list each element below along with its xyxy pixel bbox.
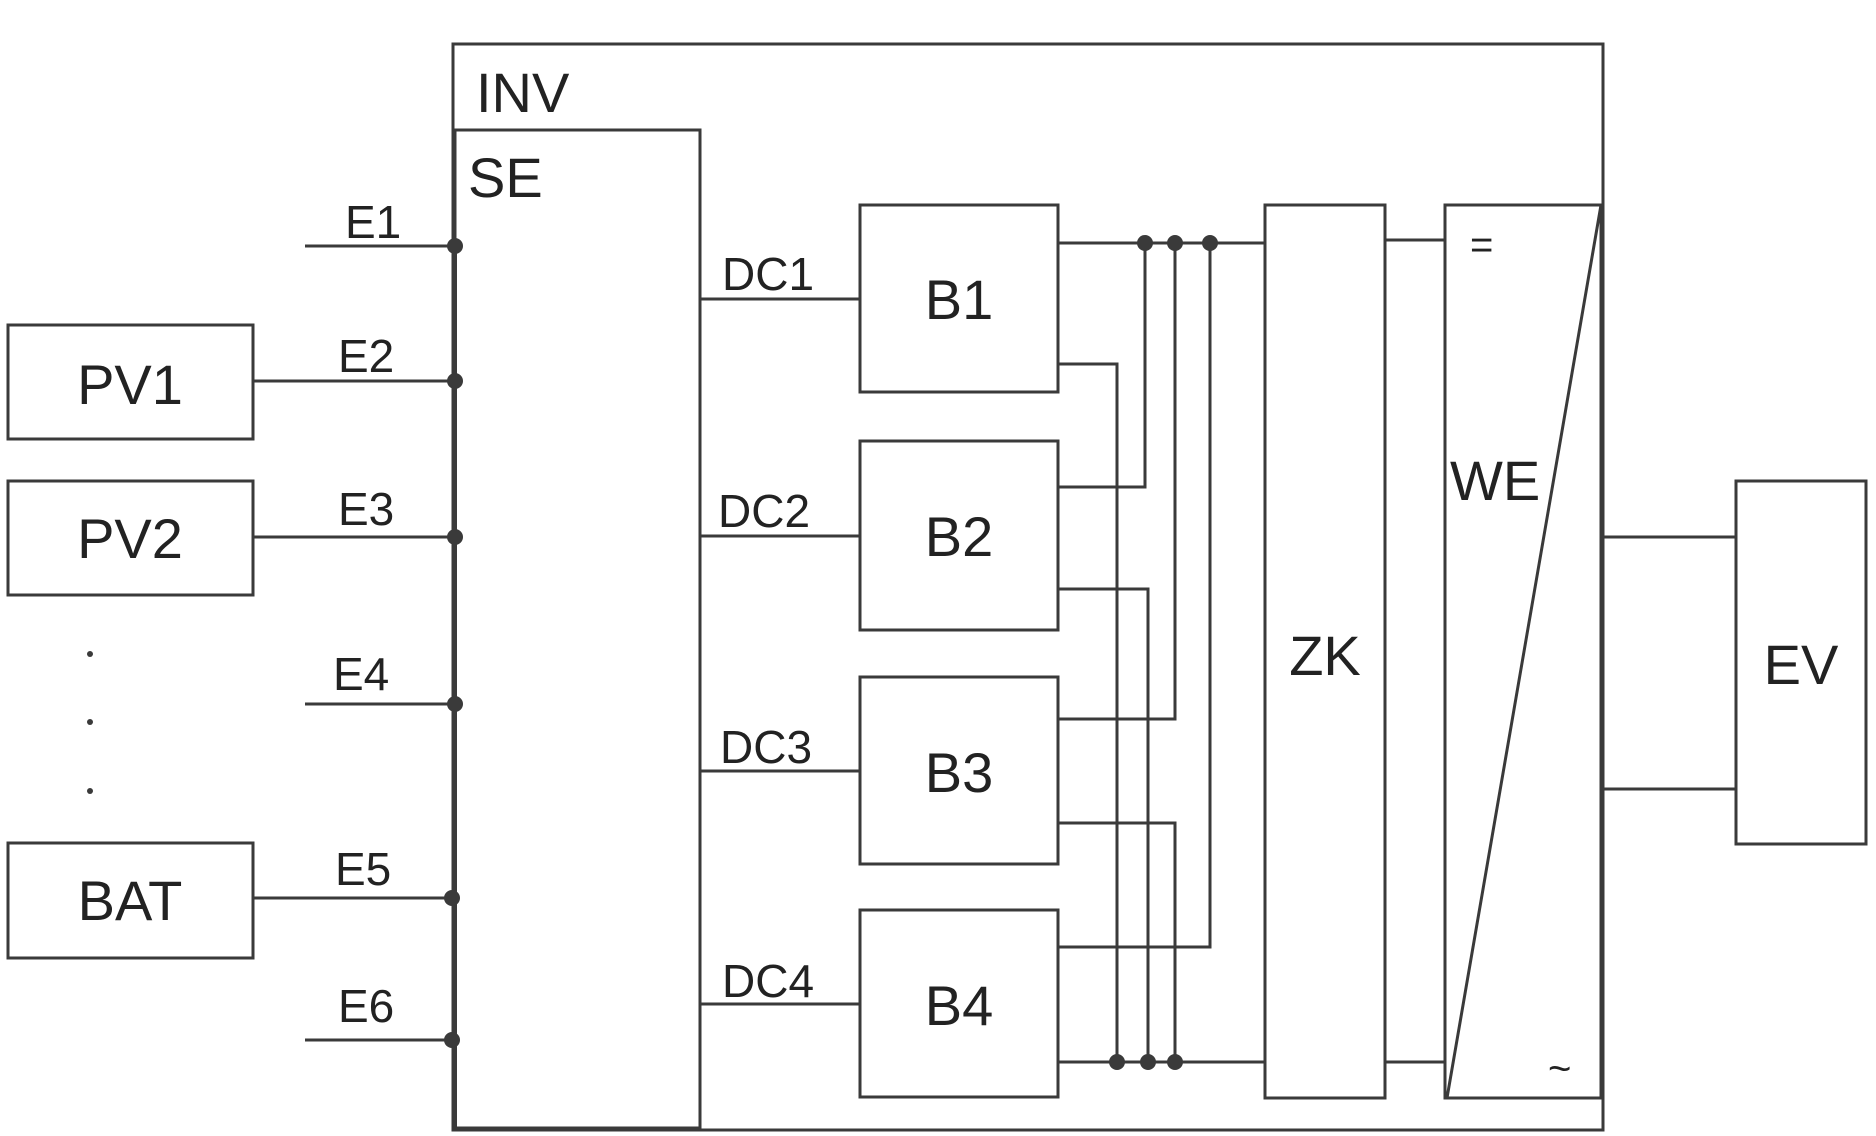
junction-dot (1140, 1054, 1156, 1070)
pv1-label: PV1 (77, 353, 183, 416)
ellipsis-dot (87, 719, 93, 725)
junction-dot (447, 696, 463, 712)
dc-link-zk: ZK (1265, 205, 1385, 1098)
junction-dot (1137, 235, 1153, 251)
converter-b4: B4 (860, 910, 1058, 1097)
junction-dot (444, 890, 460, 906)
junction-dot (1167, 1054, 1183, 1070)
converter-b1: B1 (860, 205, 1058, 392)
input-label-e6: E6 (338, 980, 394, 1032)
ellipsis-dot (87, 788, 93, 794)
b1-label: B1 (925, 268, 994, 331)
b3-label: B3 (925, 741, 994, 804)
we-label: WE (1450, 449, 1540, 512)
b2-label: B2 (925, 505, 994, 568)
source-bat: BAT (8, 843, 253, 958)
ellipsis-dot (87, 651, 93, 657)
junction-dot (1109, 1054, 1125, 1070)
junction-dot (1167, 235, 1183, 251)
dc-label-3: DC3 (720, 721, 812, 773)
ac-symbol: ~ (1548, 1047, 1571, 1091)
converter-b3: B3 (860, 677, 1058, 864)
switch-unit-label: SE (468, 146, 543, 209)
source-pv2: PV2 (8, 481, 253, 595)
vehicle-ev: EV (1736, 481, 1866, 844)
dc-symbol: = (1470, 223, 1493, 267)
inverter-stage-we: WE = ~ (1445, 205, 1601, 1098)
junction-dot (447, 373, 463, 389)
input-label-e2: E2 (338, 330, 394, 382)
input-label-e1: E1 (345, 196, 401, 248)
dc-label-2: DC2 (718, 485, 810, 537)
ev-label: EV (1764, 633, 1839, 696)
dc-label-1: DC1 (722, 248, 814, 300)
inverter-label: INV (476, 61, 570, 124)
input-label-e4: E4 (333, 648, 389, 700)
junction-dot (1202, 235, 1218, 251)
zk-label: ZK (1289, 624, 1361, 687)
converter-b2: B2 (860, 441, 1058, 630)
dc-label-4: DC4 (722, 955, 814, 1007)
b4-label: B4 (925, 974, 994, 1037)
bat-label: BAT (78, 869, 183, 932)
junction-dot (447, 238, 463, 254)
switch-unit-box (455, 130, 700, 1128)
input-label-e3: E3 (338, 483, 394, 535)
junction-dot (447, 529, 463, 545)
source-pv1: PV1 (8, 325, 253, 439)
input-label-e5: E5 (335, 843, 391, 895)
junction-dot (444, 1032, 460, 1048)
pv2-label: PV2 (77, 507, 183, 570)
